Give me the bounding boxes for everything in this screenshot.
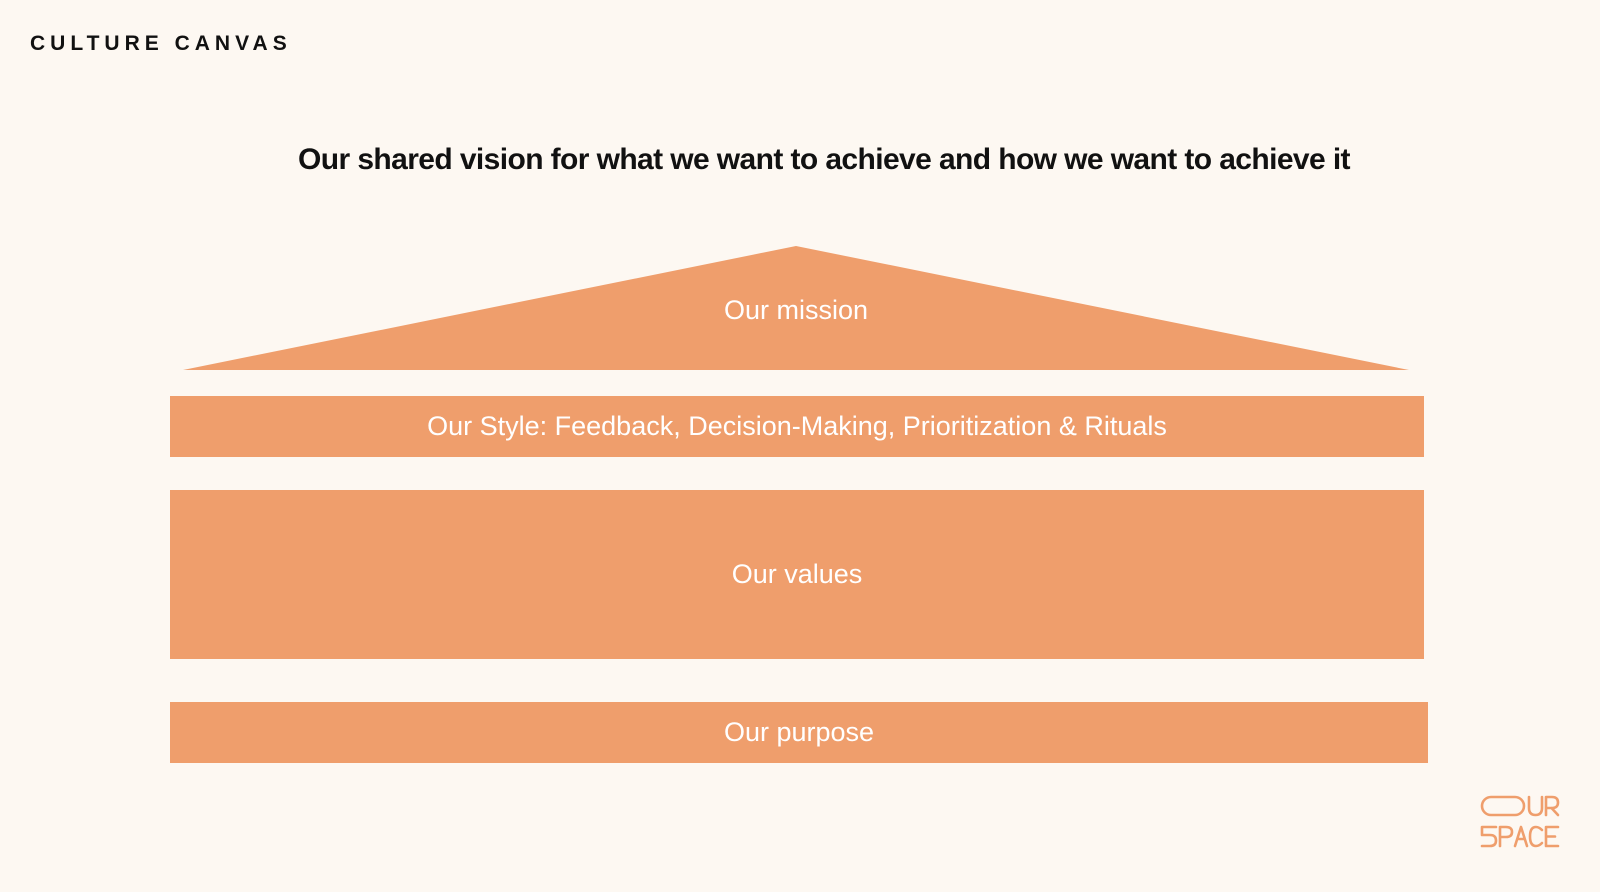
style-block: Our Style: Feedback, Decision-Making, Pr… <box>170 396 1424 457</box>
values-label: Our values <box>731 559 863 589</box>
values-block: Our values <box>170 490 1424 659</box>
roof-triangle-shape <box>183 246 1409 370</box>
brand-title: CULTURE CANVAS <box>30 32 292 55</box>
purpose-label: Our purpose <box>723 717 875 747</box>
page-headline: Our shared vision for what we want to ac… <box>298 143 1351 176</box>
purpose-block: Our purpose <box>170 702 1428 763</box>
our-space-logo-mark <box>1480 795 1560 848</box>
style-label: Our Style: Feedback, Decision-Making, Pr… <box>427 411 1167 441</box>
mission-roof: Our mission <box>183 246 1409 370</box>
our-space-logo <box>1480 794 1560 852</box>
mission-label: Our mission <box>723 295 869 325</box>
